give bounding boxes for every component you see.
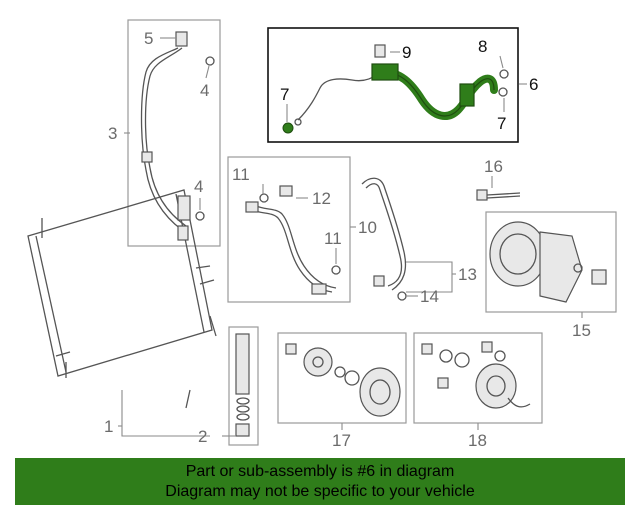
box-group-2 (228, 326, 259, 446)
callout-11b: 11 (324, 229, 342, 248)
banner-line-1: Part or sub-assembly is #6 in diagram (185, 463, 455, 480)
callout-6: 6 (529, 75, 538, 94)
callout-13: 13 (458, 265, 477, 284)
pipe-part-3[interactable] (140, 31, 215, 241)
callout-4a: 4 (200, 81, 209, 100)
callout-4b: 4 (194, 177, 203, 196)
callout-7a: 7 (280, 85, 289, 104)
pipe-part-10[interactable] (245, 185, 341, 295)
callout-11a: 11 (232, 165, 250, 184)
callout-15: 15 (572, 321, 591, 340)
callout-3: 3 (108, 124, 117, 143)
info-banner: Part or sub-assembly is #6 in diagram Di… (15, 458, 625, 505)
suction-hose-part-6[interactable] (282, 44, 509, 134)
coil-part-18[interactable] (421, 341, 531, 409)
callout-14: 14 (420, 287, 439, 306)
callout-8: 8 (478, 37, 487, 56)
pipe-part-13[interactable] (361, 177, 407, 301)
receiver-drier-part-2[interactable] (235, 333, 250, 437)
clutch-part-17[interactable] (285, 343, 401, 417)
callout-16: 16 (484, 157, 503, 176)
callout-7b: 7 (497, 114, 506, 133)
callout-1: 1 (104, 417, 113, 436)
box-group-6[interactable] (267, 27, 519, 143)
box-group-10 (227, 156, 351, 303)
callout-17: 17 (332, 431, 351, 450)
callout-12: 12 (312, 189, 331, 208)
callout-9: 9 (402, 43, 411, 62)
parts-diagram: 5 4 3 4 9 8 6 7 7 11 12 10 11 13 14 16 1… (27, 19, 617, 450)
box-group-15 (485, 211, 617, 313)
compressor-part-15[interactable] (489, 221, 607, 303)
callout-2: 2 (198, 427, 207, 446)
callout-10: 10 (358, 218, 377, 237)
callout-18: 18 (468, 431, 487, 450)
banner-line-2: Diagram may not be specific to your vehi… (165, 483, 475, 500)
leader-lines (118, 37, 583, 437)
condenser-part-1[interactable] (27, 189, 217, 409)
bolt-part-16[interactable] (476, 189, 521, 201)
callout-5: 5 (144, 29, 153, 48)
